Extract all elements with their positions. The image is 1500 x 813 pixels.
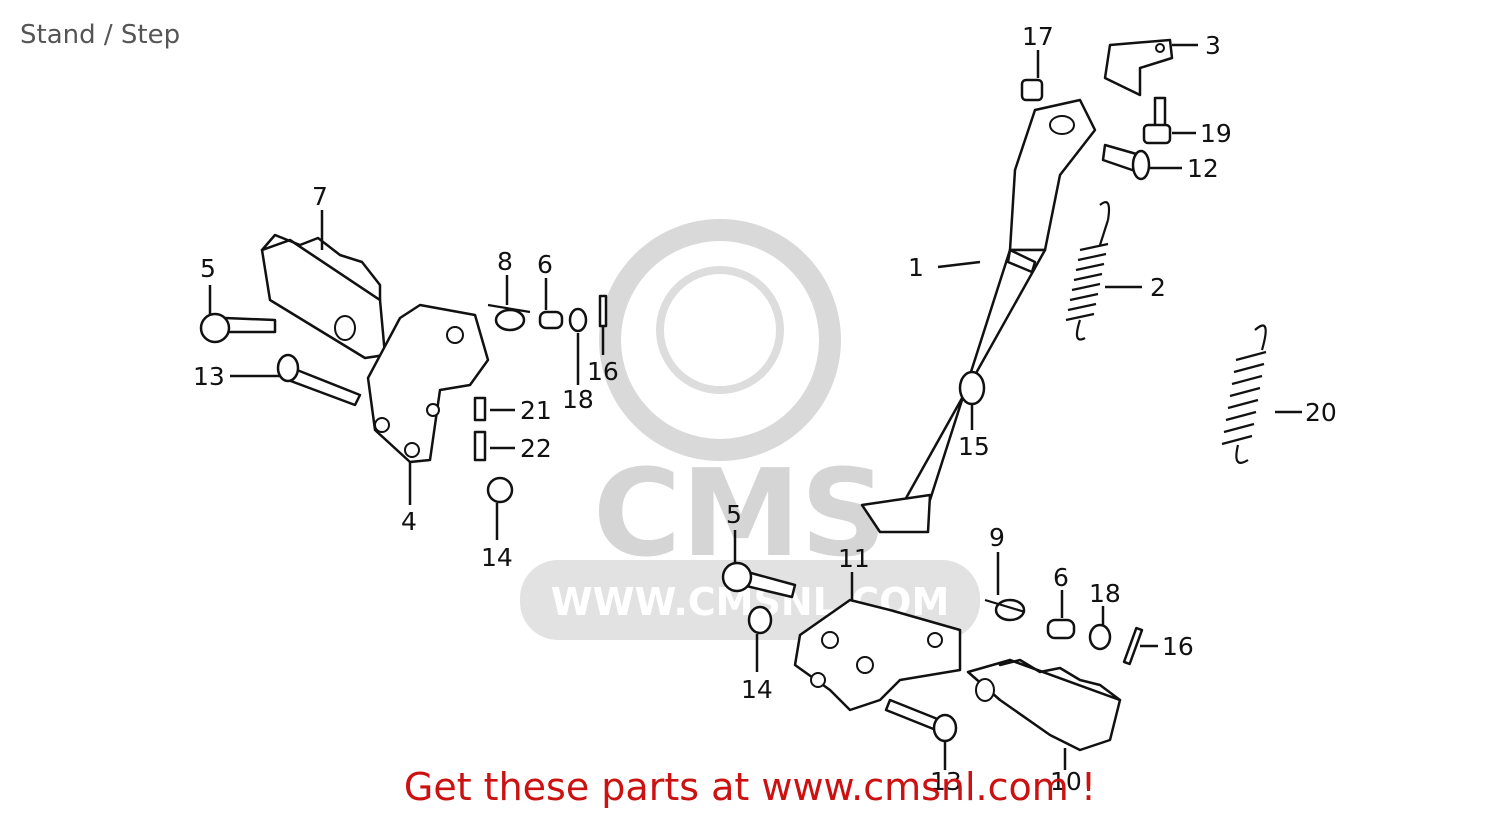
rubber-15 <box>958 370 986 406</box>
footpeg-left-7 <box>260 233 387 360</box>
callout-21: 21 <box>520 396 552 425</box>
callout-10: 10 <box>1050 767 1082 796</box>
collar-14-right <box>747 605 773 635</box>
callout-20: 20 <box>1305 398 1337 427</box>
spring-9 <box>984 598 1026 622</box>
callout-18-right: 18 <box>1089 579 1121 608</box>
callout-14-right: 14 <box>741 675 773 704</box>
footpeg-right-10 <box>966 658 1122 752</box>
bolt-13-right <box>884 698 958 743</box>
side-stand <box>860 98 1097 534</box>
washer-18-right <box>1088 623 1112 651</box>
footer-call-to-action[interactable]: Get these parts at www.cmsnl.com ! <box>403 765 1097 809</box>
callout-5-right: 5 <box>726 500 742 529</box>
spring-8 <box>487 303 531 332</box>
callout-6-left: 6 <box>537 250 553 279</box>
pin-5-right <box>721 561 797 599</box>
callout-8: 8 <box>497 247 513 276</box>
collar-6-left <box>538 310 564 330</box>
callout-22: 22 <box>520 434 552 463</box>
callout-7: 7 <box>312 182 328 211</box>
callout-16-left: 16 <box>587 357 619 386</box>
callout-18-left: 18 <box>562 385 594 414</box>
cotter-pin-16-right <box>1122 626 1144 666</box>
pin-5-left <box>199 312 277 344</box>
callout-9: 9 <box>989 523 1005 552</box>
callout-5-left: 5 <box>200 254 216 283</box>
diagram-title: Stand / Step <box>20 20 181 50</box>
pin-12 <box>1101 143 1151 181</box>
callout-2: 2 <box>1150 273 1166 302</box>
callout-3: 3 <box>1205 31 1221 60</box>
cotter-pin-16-left <box>598 294 608 328</box>
callout-6-right: 6 <box>1053 563 1069 592</box>
screw-22 <box>473 430 487 462</box>
callout-12: 12 <box>1187 154 1219 183</box>
bolt-13-left <box>276 353 362 407</box>
collar-14-left <box>486 476 514 504</box>
collar-6-right <box>1046 618 1076 640</box>
washer-18-left <box>568 307 588 333</box>
callout-13-left: 13 <box>193 362 225 391</box>
spring-2 <box>1065 201 1111 341</box>
callout-13-right: 13 <box>930 767 962 796</box>
cms-watermark: CMS WWW.CMSNL.COM <box>520 219 980 640</box>
callout-17: 17 <box>1022 22 1054 51</box>
callout-19: 19 <box>1200 119 1232 148</box>
callout-15: 15 <box>958 432 990 461</box>
step-holder-4 <box>366 303 490 464</box>
watermark-logo-text: CMS <box>593 445 887 584</box>
step-holder-11 <box>793 598 962 712</box>
callout-11: 11 <box>838 544 870 573</box>
stand-bracket <box>1103 38 1174 97</box>
callout-numbers: 7 5 13 8 6 18 16 21 22 4 14 1 2 3 19 12 … <box>193 22 1337 796</box>
bolt-19 <box>1142 96 1172 145</box>
collar-17 <box>1020 78 1044 102</box>
callout-14-left: 14 <box>481 543 513 572</box>
callout-4: 4 <box>401 507 417 536</box>
callout-1: 1 <box>908 253 924 282</box>
screw-21 <box>473 396 487 422</box>
leader-lines <box>208 43 1302 770</box>
callout-16-right: 16 <box>1162 632 1194 661</box>
spring-20 <box>1221 324 1267 464</box>
